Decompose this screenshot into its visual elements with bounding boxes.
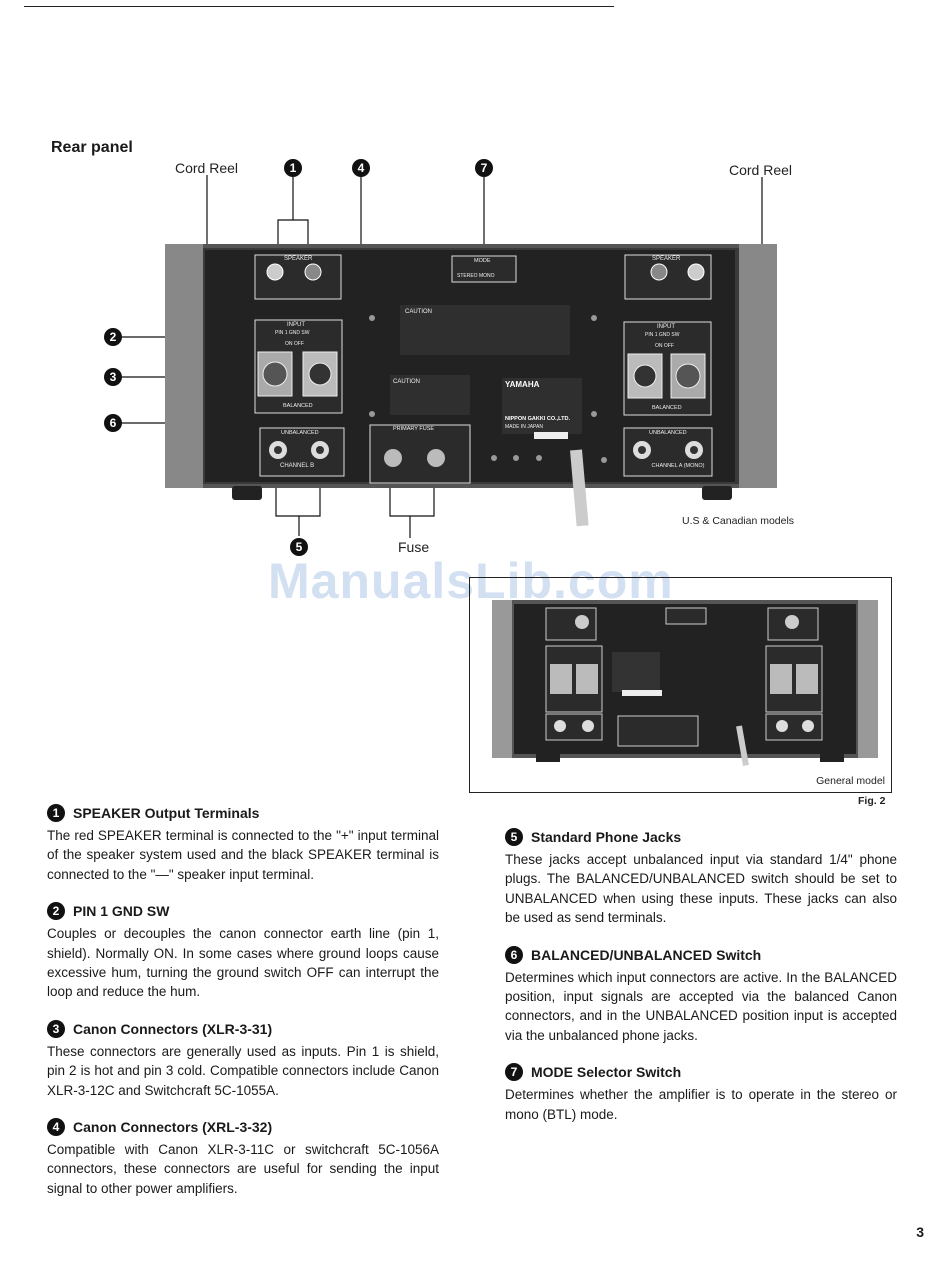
panel-pin-gnd-right: PIN 1 GND SW bbox=[645, 332, 680, 338]
section-7-title: MODE Selector Switch bbox=[531, 1064, 682, 1081]
panel-unbalanced-left: UNBALANCED bbox=[281, 430, 319, 436]
panel-speaker-label-right: SPEAKER bbox=[652, 256, 681, 262]
figure-caption: Fig. 2 bbox=[858, 795, 886, 807]
section-2-number: 2 bbox=[47, 902, 65, 921]
panel-speaker-label-left: SPEAKER bbox=[284, 256, 313, 262]
callout-5: 5 bbox=[290, 538, 308, 556]
section-4-number: 4 bbox=[47, 1118, 65, 1137]
section-6-body: Determines which input connectors are ac… bbox=[505, 969, 897, 1043]
panel-on-off-left: ON OFF bbox=[285, 341, 304, 347]
callout-3: 3 bbox=[104, 368, 122, 386]
section-1: 1 SPEAKER Output Terminals The red SPEAKE… bbox=[47, 804, 439, 884]
panel-input-label-right: INPUT bbox=[657, 324, 675, 330]
section-5-title: Standard Phone Jacks bbox=[531, 829, 682, 845]
panel-channel-b: CHANNEL B bbox=[280, 463, 315, 469]
section-3-body: These connectors are generally used as i… bbox=[47, 1043, 439, 1098]
section-7: 7 MODE Selector Switch Determines whether… bbox=[505, 1063, 897, 1124]
section-2-title: PIN 1 GND SW bbox=[73, 903, 170, 920]
top-rule bbox=[24, 6, 614, 7]
section-5-number: 5 bbox=[505, 828, 523, 846]
section-1-title: SPEAKER Output Terminals bbox=[73, 805, 260, 821]
panel-input-label-left: INPUT bbox=[287, 322, 305, 328]
panel-unbalanced-right: UNBALANCED bbox=[649, 430, 687, 436]
us-models-label: U.S & Canadian models bbox=[682, 515, 795, 527]
section-4-title: Canon Connectors (XRL-3-32) bbox=[73, 1119, 273, 1136]
panel-caution-text: CAUTION bbox=[405, 309, 432, 315]
section-4: 4 Canon Connectors (XRL-3-32) Compatible … bbox=[47, 1118, 439, 1198]
section-5: 5 Standard Phone Jacks These jacks accept… bbox=[505, 828, 897, 928]
section-2: 2 PIN 1 GND SW Couples or decouples the c… bbox=[47, 902, 439, 1002]
callout-2: 2 bbox=[104, 328, 122, 346]
section-1-number: 1 bbox=[47, 804, 65, 822]
fuse-label: Fuse bbox=[398, 539, 430, 555]
panel-on-off-right: ON OFF bbox=[655, 343, 674, 349]
section-title: Rear panel bbox=[51, 139, 133, 156]
section-7-number: 7 bbox=[505, 1063, 523, 1082]
panel-stereo-mono-label: STEREO MONO bbox=[457, 273, 495, 279]
section-3-number: 3 bbox=[47, 1019, 65, 1038]
cord-reel-right-label: Cord Reel bbox=[729, 162, 793, 178]
section-3: 3 Canon Connectors (XLR-3-31) These conne… bbox=[47, 1019, 439, 1100]
rear-panel-diagram bbox=[122, 175, 777, 538]
watermark: ManualsLib.com bbox=[268, 553, 674, 609]
callout-4: 4 bbox=[352, 159, 370, 177]
section-5-body: These jacks accept unbalanced input via … bbox=[505, 852, 897, 926]
panel-primary-fuse: PRIMARY FUSE bbox=[393, 426, 435, 432]
section-4-body: Compatible with Canon XLR-3-11C or switc… bbox=[47, 1142, 439, 1196]
panel-pin-gnd-left: PIN 1 GND SW bbox=[275, 330, 310, 336]
section-3-title: Canon Connectors (XLR-3-31) bbox=[73, 1020, 273, 1037]
panel-maker: NIPPON GAKKI CO.,LTD. bbox=[505, 416, 570, 422]
general-model-label: General model bbox=[816, 775, 885, 787]
section-7-body: Determines whether the amplifier is to o… bbox=[505, 1087, 897, 1122]
panel-brand-logo: YAMAHA bbox=[505, 380, 540, 389]
cord-reel-left-label: Cord Reel bbox=[175, 160, 239, 176]
general-model-diagram bbox=[492, 600, 878, 766]
panel-balanced-left: BALANCED bbox=[283, 403, 313, 409]
callout-7: 7 bbox=[475, 159, 493, 177]
panel-mode-label: MODE bbox=[474, 258, 491, 264]
section-6-title: BALANCED/UNBALANCED Switch bbox=[531, 946, 762, 963]
left-column: 1 SPEAKER Output Terminals The red SPEAKE… bbox=[47, 804, 439, 1198]
panel-channel-a: CHANNEL A (MONO) bbox=[651, 463, 705, 469]
page-number: 3 bbox=[916, 1224, 924, 1240]
panel-caution-text-2: CAUTION bbox=[393, 379, 420, 385]
general-model-frame: General model bbox=[469, 577, 892, 793]
right-column: 5 Standard Phone Jacks These jacks accept… bbox=[505, 828, 897, 1124]
section-1-body: The red SPEAKER terminal is connected to… bbox=[47, 828, 439, 882]
panel-balanced-right: BALANCED bbox=[652, 405, 682, 411]
section-6: 6 BALANCED/UNBALANCED Switch Determines w… bbox=[505, 945, 897, 1046]
callout-6: 6 bbox=[104, 414, 122, 432]
callout-1: 1 bbox=[284, 159, 302, 177]
section-2-body: Couples or decouples the canon connector… bbox=[47, 926, 439, 1000]
panel-made-in: MADE IN JAPAN bbox=[505, 424, 543, 430]
section-6-number: 6 bbox=[505, 945, 523, 964]
